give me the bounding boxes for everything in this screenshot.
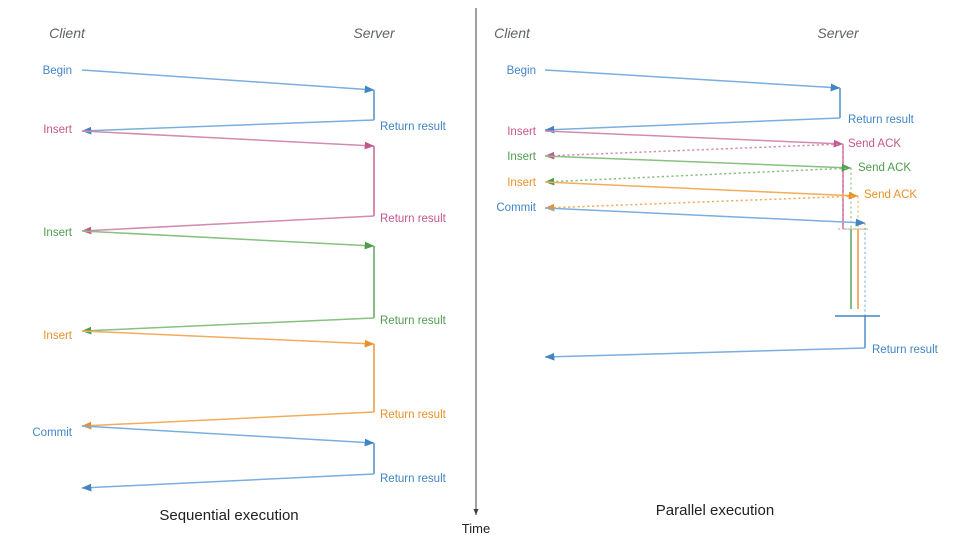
sequential-message-arrow-5: [81, 317, 375, 335]
parallel-message-arrow-2: [544, 130, 844, 148]
parallel-message-label-0: Begin: [507, 65, 536, 77]
sequential-message-label-3: Return result: [380, 213, 447, 225]
parallel-message-arrow-5: [544, 167, 852, 186]
sequential-message-label-1: Return result: [380, 121, 447, 133]
time-axis-label: Time: [462, 521, 490, 536]
parallel-message-label-9: Return result: [872, 344, 939, 356]
sequential-message-label-4: Insert: [43, 227, 73, 239]
parallel-message-label-5: Send ACK: [858, 162, 911, 174]
parallel-message-arrow-9: [544, 347, 866, 361]
sequential-message-label-0: Begin: [43, 65, 72, 77]
sequential-message-label-9: Return result: [380, 473, 447, 485]
sequential-panel-caption: Sequential execution: [159, 507, 298, 524]
sequential-message-label-8: Commit: [32, 427, 72, 439]
parallel-message-label-2: Insert: [507, 126, 537, 138]
sequential-message-arrow-1: [81, 119, 375, 135]
parallel-message-label-3: Send ACK: [848, 138, 901, 150]
parallel-message-arrow-8: [544, 207, 866, 227]
parallel-message-label-1: Return result: [848, 114, 915, 126]
sequential-message-arrow-4: [81, 230, 375, 250]
parallel-message-label-4: Insert: [507, 151, 537, 163]
sequential-message-label-7: Return result: [380, 409, 447, 421]
parallel-message-label-6: Insert: [507, 177, 537, 189]
sequential-message-arrow-2: [81, 130, 375, 150]
parallel-message-arrow-1: [544, 117, 841, 134]
parallel-message-arrow-6: [544, 181, 859, 200]
parallel-panel-caption: Parallel execution: [656, 502, 774, 519]
parallel-message-arrow-0: [544, 69, 841, 92]
parallel-client-lane-header: Client: [494, 25, 531, 41]
parallel-message-label-8: Commit: [496, 202, 536, 214]
sequential-message-arrow-3: [81, 215, 375, 235]
parallel-message-label-7: Send ACK: [864, 189, 917, 201]
sequential-message-label-5: Return result: [380, 315, 447, 327]
parallel-message-arrow-3: [544, 143, 844, 160]
sequential-message-arrow-9: [81, 473, 375, 492]
sequential-server-lane-header: Server: [353, 25, 396, 41]
sequential-message-arrow-7: [81, 411, 375, 430]
parallel-message-arrow-4: [544, 155, 852, 172]
sequential-message-arrow-6: [81, 330, 375, 348]
sequential-message-label-2: Insert: [43, 124, 73, 136]
sequential-message-arrow-0: [81, 69, 375, 94]
sequential-client-lane-header: Client: [49, 25, 86, 41]
parallel-message-arrow-7: [544, 195, 859, 212]
sequential-message-arrow-8: [81, 425, 375, 447]
sequential-message-label-6: Insert: [43, 330, 73, 342]
parallel-server-lane-header: Server: [817, 25, 860, 41]
